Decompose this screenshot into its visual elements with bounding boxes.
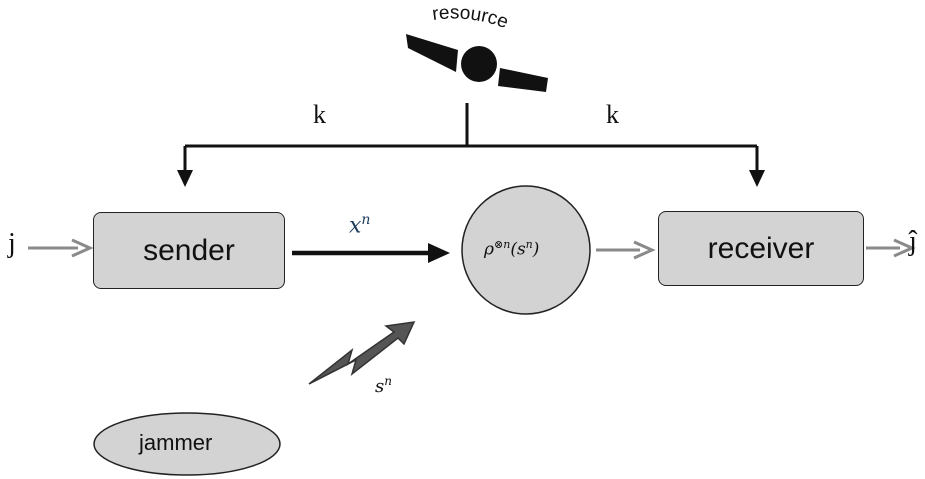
receiver-box: receiver [658,211,864,286]
resource-label: resource [431,2,511,33]
jammer-label: jammer [139,430,213,455]
input-label: j [8,228,16,259]
receiver-label: receiver [707,231,815,265]
output-label: ĵ [909,226,917,257]
state-label: sn [375,374,392,397]
codeword-label: xn [349,212,371,239]
input-arrowhead [71,238,94,258]
lightning-bolt-icon [308,321,416,385]
sender-box: sender [93,212,285,289]
output-arrowhead [893,238,916,258]
sender-label: sender [143,233,235,267]
channel-label: ρ⊗n(sn) [484,238,540,260]
codeword-arrowhead [428,243,450,263]
key-arrow-left [177,170,193,187]
key-label-left: k [313,100,326,129]
key-arrow-right [749,170,765,187]
satellite-icon [406,34,548,92]
jammer-ellipse [93,412,281,476]
channel-output-arrowhead [633,240,656,260]
channel-circle [461,185,591,315]
key-label-right: k [606,100,619,129]
